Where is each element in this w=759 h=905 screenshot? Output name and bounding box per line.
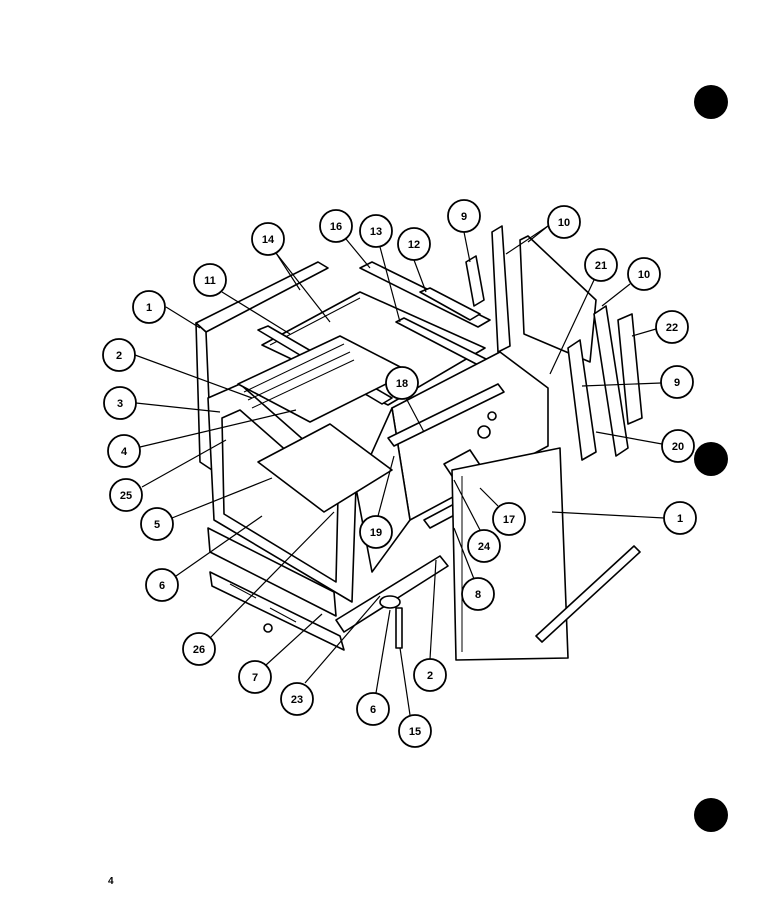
callout-6-left: 6 — [145, 515, 263, 602]
callout-layer: 1 2 3 4 25 5 — [102, 199, 697, 748]
svg-text:20: 20 — [672, 441, 684, 453]
svg-text:5: 5 — [154, 519, 160, 531]
callout-21: 21 — [549, 248, 618, 375]
svg-text:24: 24 — [478, 541, 491, 553]
callout-7: 7 — [238, 613, 323, 694]
callout-2-left: 2 — [102, 338, 253, 399]
svg-text:8: 8 — [475, 589, 481, 601]
part-floor-bracket — [535, 545, 641, 643]
callout-10-right: 10 — [601, 257, 661, 307]
callout-3: 3 — [103, 386, 221, 420]
part-side-trim-rear — [593, 305, 629, 457]
part-rear-channel — [419, 287, 481, 321]
svg-text:26: 26 — [193, 644, 205, 656]
part-trim-strip-left — [465, 255, 485, 307]
part-rear-panel — [519, 235, 597, 363]
part-side-trim-front — [567, 339, 597, 461]
callout-6-bottom: 6 — [356, 609, 391, 726]
binder-hole-top — [694, 85, 728, 119]
svg-text:10: 10 — [638, 269, 650, 281]
callout-13: 13 — [359, 214, 401, 323]
svg-text:16: 16 — [330, 221, 342, 233]
oven-body-parts — [195, 225, 643, 661]
part-valve-knob — [477, 425, 491, 439]
part-base-channel — [335, 555, 449, 633]
callout-11: 11 — [193, 263, 291, 335]
svg-text:1: 1 — [677, 513, 683, 525]
callout-2-bottom: 2 — [413, 559, 447, 692]
svg-text:14: 14 — [262, 234, 275, 246]
svg-text:11: 11 — [204, 275, 216, 287]
callout-9-right: 9 — [581, 365, 694, 399]
svg-text:12: 12 — [408, 239, 420, 251]
svg-text:21: 21 — [595, 260, 607, 272]
svg-text:10: 10 — [558, 217, 570, 229]
callout-25: 25 — [109, 439, 227, 512]
svg-text:9: 9 — [674, 377, 680, 389]
callout-19: 19 — [359, 455, 395, 549]
callout-15: 15 — [398, 647, 432, 748]
part-back-trim — [617, 313, 643, 425]
svg-text:2: 2 — [116, 350, 122, 362]
svg-text:18: 18 — [396, 378, 408, 390]
callout-5: 5 — [140, 477, 273, 541]
svg-text:15: 15 — [409, 726, 421, 738]
svg-text:3: 3 — [117, 398, 123, 410]
callout-17: 17 — [479, 487, 526, 536]
svg-text:6: 6 — [370, 704, 376, 716]
svg-text:2: 2 — [427, 670, 433, 682]
svg-text:23: 23 — [291, 694, 303, 706]
part-leveling-leg — [395, 607, 403, 649]
svg-text:17: 17 — [503, 514, 515, 526]
callout-4: 4 — [107, 409, 297, 468]
page-number: 4 — [108, 876, 114, 887]
callout-20: 20 — [595, 429, 695, 463]
callout-24: 24 — [453, 479, 501, 563]
binder-hole-bottom — [694, 798, 728, 832]
svg-text:13: 13 — [370, 226, 382, 238]
svg-text:22: 22 — [666, 322, 678, 334]
callout-1-right: 1 — [551, 501, 697, 535]
svg-text:19: 19 — [370, 527, 382, 539]
callout-9-top: 9 — [447, 199, 481, 263]
part-leveling-foot — [379, 595, 401, 609]
part-thermostat-bulb — [487, 411, 497, 421]
svg-text:25: 25 — [120, 490, 132, 502]
callout-1-left: 1 — [132, 290, 201, 329]
svg-text:4: 4 — [121, 446, 128, 458]
part-top-rail — [387, 383, 505, 447]
part-drawer-front — [207, 527, 337, 617]
svg-text:9: 9 — [461, 211, 467, 223]
callout-10-top: 10 — [505, 205, 581, 255]
callout-23: 23 — [280, 595, 381, 716]
svg-text:1: 1 — [146, 302, 152, 314]
binder-hole-middle — [694, 442, 728, 476]
callout-12: 12 — [397, 227, 431, 293]
callout-16: 16 — [319, 209, 371, 269]
part-screw — [263, 623, 273, 633]
callout-26: 26 — [182, 511, 335, 666]
callout-18: 18 — [385, 366, 425, 433]
part-broiler-compartment — [257, 423, 393, 513]
part-trim-strip-rear — [491, 225, 511, 353]
callout-14: 14 — [251, 222, 331, 323]
callout-8: 8 — [453, 527, 495, 611]
svg-text:6: 6 — [159, 580, 165, 592]
svg-text:7: 7 — [252, 672, 258, 684]
part-oven-opening — [221, 409, 339, 583]
callout-22: 22 — [631, 310, 689, 344]
